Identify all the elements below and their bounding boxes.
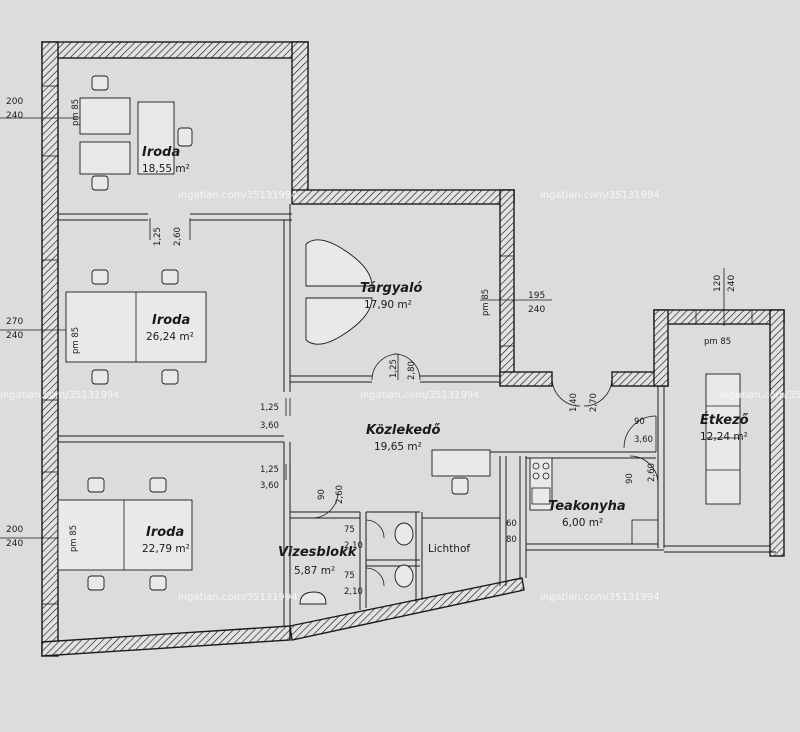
partitions <box>58 204 776 626</box>
dim-win-dining-top: 120 <box>713 275 723 292</box>
dim-door-o1-o2-top: 1,25 <box>153 227 163 246</box>
office2-furniture <box>65 269 207 385</box>
dim-door-corr-o3-top: 1,25 <box>260 465 279 475</box>
dim-door-o1-o2-bottom: 2,60 <box>173 227 183 246</box>
dining-table <box>705 373 741 505</box>
dim-kitchen-win-top: 60 <box>506 519 517 529</box>
dim-door-wc1-top: 75 <box>344 525 355 535</box>
room-area-wc-block: 5,87 m² <box>294 565 335 577</box>
walls <box>41 41 785 657</box>
room-name-dining: Étkező <box>700 412 749 428</box>
door-swings <box>149 218 659 587</box>
window-markers <box>0 85 753 605</box>
watermark-2: ingatlan.com/35131994 <box>540 190 660 201</box>
watermarks: ingatlan.com/35131994 ingatlan.com/35131… <box>0 190 800 603</box>
room-name-lichthof: Lichthof <box>428 543 470 555</box>
dim-pm-office2: pm 85 <box>71 327 81 354</box>
room-name-office-1: Iroda <box>142 145 180 160</box>
room-labels: Iroda 18,55 m² Iroda 26,24 m² Iroda 22,7… <box>142 145 749 577</box>
dim-win-meeting-top: 195 <box>528 291 545 301</box>
dim-door-kitchen-top: 90 <box>625 473 635 484</box>
dim-door-wc-entry-top: 90 <box>317 489 327 500</box>
dim-win-office1-top: 200 <box>6 97 23 107</box>
dim-kitchen-win-bottom: 80 <box>506 535 517 545</box>
office1-furniture <box>79 75 193 191</box>
room-name-kitchen: Teakonyha <box>548 499 626 514</box>
dim-win-office2-bottom: 240 <box>6 331 23 341</box>
dim-door-wc2-top: 75 <box>344 571 355 581</box>
room-area-office-1: 18,55 m² <box>142 163 190 175</box>
dim-door-dining-bottom: 3,60 <box>634 435 653 445</box>
dim-door-wc1-bottom: 2,10 <box>344 541 363 551</box>
dim-door-wc-entry-bottom: 2,60 <box>335 485 345 504</box>
dim-door-corr-o3-bottom: 3,60 <box>260 481 279 491</box>
dim-win-office3-bottom: 240 <box>6 539 23 549</box>
dim-win-office3-top: 200 <box>6 525 23 535</box>
watermark-3: ingatlan.com/35131994 <box>0 390 120 401</box>
dim-door-corr-o2-top: 1,25 <box>260 403 279 413</box>
watermark-1: ingatlan.com/35131994 <box>178 190 298 201</box>
dim-door-kitchen-bottom: 2,60 <box>647 463 657 482</box>
dim-win-office1-bottom: 240 <box>6 111 23 121</box>
dim-door-corr-east-bottom: 2,70 <box>589 393 599 412</box>
room-name-office-2: Iroda <box>152 313 190 328</box>
dim-door-meeting-bottom: 2,80 <box>407 361 417 380</box>
dim-win-dining-bottom: 240 <box>727 275 737 292</box>
room-name-wc-block: Vizesblokk <box>278 545 358 560</box>
watermark-7: ingatlan.com/35131994 <box>540 592 660 603</box>
dim-pm-dining: pm 85 <box>704 337 731 347</box>
corridor-furniture <box>431 449 491 495</box>
room-name-office-3: Iroda <box>146 525 184 540</box>
room-area-office-2: 26,24 m² <box>146 331 194 343</box>
watermark-5: ingatlan.com/35131994 <box>720 390 800 401</box>
room-area-meeting: 17,90 m² <box>364 299 412 311</box>
dim-door-corr-east-top: 1,40 <box>569 393 579 412</box>
dim-win-office2-top: 270 <box>6 317 23 327</box>
room-name-meeting: Tárgyaló <box>360 281 423 296</box>
dim-door-corr-o2-bottom: 3,60 <box>260 421 279 431</box>
room-area-kitchen: 6,00 m² <box>562 517 603 529</box>
dimension-labels: 200 240 270 240 200 240 195 240 120 240 … <box>6 97 737 597</box>
room-name-corridor: Közlekedő <box>366 423 440 438</box>
office3-furniture <box>57 477 193 591</box>
room-area-office-3: 22,79 m² <box>142 543 190 555</box>
watermark-4: ingatlan.com/35131994 <box>360 390 480 401</box>
watermark-6: ingatlan.com/35131994 <box>178 592 298 603</box>
room-area-corridor: 19,65 m² <box>374 441 422 453</box>
room-area-dining: 12,24 m² <box>700 431 748 443</box>
dim-pm-office3: pm 85 <box>69 525 79 552</box>
dim-door-meeting-top: 1,25 <box>389 359 399 378</box>
dim-door-wc2-bottom: 2,10 <box>344 587 363 597</box>
dim-door-dining-top: 90 <box>634 417 645 427</box>
dim-pm-meeting: pm 85 <box>481 289 491 316</box>
wc-fixtures <box>299 522 414 605</box>
kitchen-fixtures <box>529 457 553 511</box>
dim-win-meeting-bottom: 240 <box>528 305 545 315</box>
dim-pm-office1: pm 85 <box>71 99 81 126</box>
meeting-table <box>305 239 373 345</box>
